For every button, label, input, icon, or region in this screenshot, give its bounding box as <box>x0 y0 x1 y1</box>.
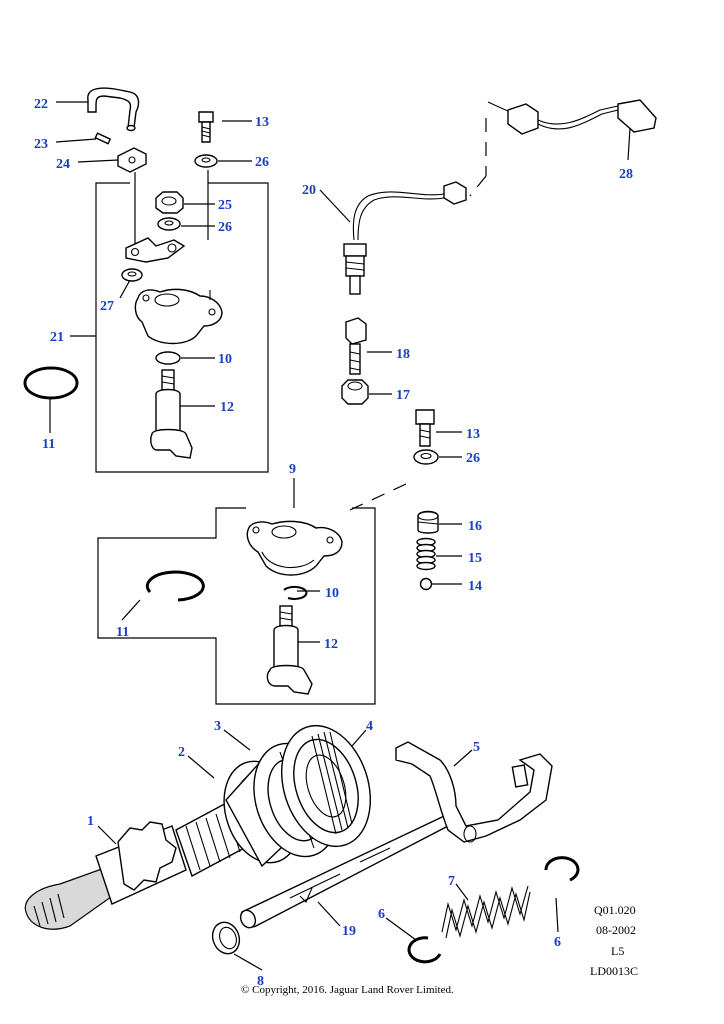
callout-6-left: 6 <box>378 907 385 922</box>
part-13-bolt-top <box>198 111 214 143</box>
part-28-harness <box>487 99 657 135</box>
callout-11-left: 11 <box>42 437 55 452</box>
part-8-bush <box>211 921 241 955</box>
callout-10-top: 10 <box>218 352 232 367</box>
cover-plate-9 <box>246 520 343 576</box>
reference-code: Q01.020 <box>594 903 636 917</box>
part-12-shaft-mid <box>266 605 313 695</box>
callout-10-mid: 10 <box>325 586 339 601</box>
part-17-nut <box>341 379 369 405</box>
reference-level: L5 <box>611 944 624 958</box>
callout-15: 15 <box>468 551 482 566</box>
part-11-circlip-mid <box>145 570 205 602</box>
part-26-washer-top <box>194 154 218 168</box>
part-25-nut <box>155 191 184 214</box>
part-4-gear <box>280 724 372 848</box>
cover-plate-21 <box>134 288 223 345</box>
callout-13-top: 13 <box>255 115 269 130</box>
callout-labels: 22 23 24 13 26 25 26 27 21 10 12 11 20 2… <box>34 97 633 989</box>
bracket-21 <box>125 237 186 263</box>
callout-12-mid: 12 <box>324 637 338 652</box>
callout-22: 22 <box>34 97 48 112</box>
part-14-ball <box>419 577 433 591</box>
part-7-spring <box>441 885 531 939</box>
callout-5: 5 <box>473 740 480 755</box>
part-11-circlip-left <box>23 366 79 400</box>
callout-9: 9 <box>289 462 296 477</box>
reference-date: 08-2002 <box>596 923 636 937</box>
callout-26-right: 26 <box>466 451 480 466</box>
part-23-pin <box>94 132 112 145</box>
part-5-shift-fork <box>395 741 553 843</box>
callout-26-top: 26 <box>255 155 269 170</box>
callout-11-mid: 11 <box>116 625 129 640</box>
part-20-switch <box>343 181 467 295</box>
callout-23: 23 <box>34 137 48 152</box>
reference-drawing-id: LD0013C <box>590 964 638 978</box>
callout-16: 16 <box>468 519 482 534</box>
part-16-plug <box>417 510 439 534</box>
callout-4: 4 <box>366 719 373 734</box>
part-6-clip-right <box>544 856 580 882</box>
callout-8: 8 <box>257 974 264 989</box>
part-24-clip <box>117 147 147 173</box>
part-6-clip-left <box>407 936 442 964</box>
part-15-spring <box>416 537 436 571</box>
callout-19: 19 <box>342 924 356 939</box>
copyright-notice: © Copyright, 2016. Jaguar Land Rover Lim… <box>241 984 454 996</box>
callout-1: 1 <box>87 814 94 829</box>
callout-18: 18 <box>396 347 410 362</box>
callout-12-top: 12 <box>220 400 234 415</box>
part-12-shaft-top <box>150 369 193 459</box>
assembly-9-box <box>97 507 376 705</box>
callout-24: 24 <box>56 157 70 172</box>
callout-7: 7 <box>448 874 455 889</box>
part-26-washer-right <box>413 449 439 465</box>
part-10-oring-top <box>155 351 181 365</box>
assembly-21-box <box>95 182 269 473</box>
part-18-sensor <box>345 317 367 375</box>
callout-6-right: 6 <box>554 935 561 950</box>
part-26-washer-mid <box>157 217 181 231</box>
callout-26-mid: 26 <box>218 220 232 235</box>
callout-14: 14 <box>468 579 482 594</box>
part-1-mainshaft <box>24 798 249 930</box>
callout-20: 20 <box>302 183 316 198</box>
callout-2: 2 <box>178 745 185 760</box>
part-10-ring-mid <box>283 585 308 600</box>
part-13-bolt-right <box>415 409 435 447</box>
reference-block: Q01.020 08-2002 L5 LD0013C <box>590 903 638 978</box>
callout-25: 25 <box>218 198 232 213</box>
part-27-washer <box>121 268 143 282</box>
callout-21: 21 <box>50 330 64 345</box>
callout-13-right: 13 <box>466 427 480 442</box>
callout-17: 17 <box>396 388 410 403</box>
part-22-breather-pipe <box>87 87 140 132</box>
callout-28: 28 <box>619 167 633 182</box>
callout-27: 27 <box>100 299 114 314</box>
callout-3: 3 <box>214 719 221 734</box>
leader-lines <box>49 101 631 971</box>
